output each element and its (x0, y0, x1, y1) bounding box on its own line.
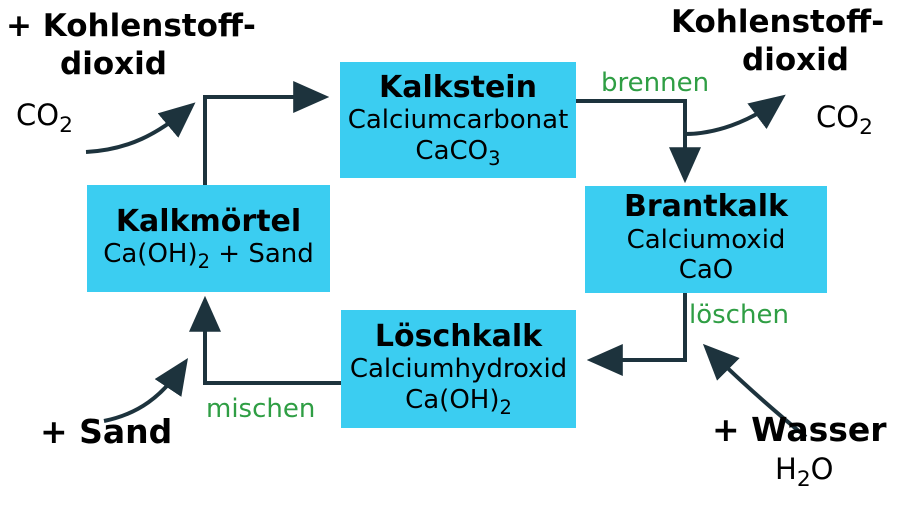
formula-base: CaO (678, 255, 734, 286)
node-kalkmoertel-title: Kalkmörtel (115, 203, 302, 239)
formula-suffix: O (810, 452, 834, 486)
node-loeschkalk-formula: Ca(OH)2 (405, 385, 512, 419)
arrow-co2-into-cycle (85, 102, 196, 154)
node-kalkmoertel: Kalkmörtel Ca(OH)2 + Sand (87, 185, 330, 292)
node-brantkalk: Brantkalk Calciumoxid CaO (585, 186, 827, 293)
node-kalkmoertel-formula: Ca(OH)2 + Sand (103, 239, 314, 273)
node-kalkstein-title: Kalkstein (379, 69, 537, 105)
formula-base: CO (16, 98, 60, 132)
formula-base: Ca(OH) (405, 384, 500, 415)
process-label-mischen: mischen (206, 394, 316, 424)
arrow-brantkalk-to-loeschkalk (586, 293, 687, 376)
process-label-loeschen: löschen (689, 300, 789, 330)
formula-subscript: 2 (59, 112, 73, 138)
arrow-loeschkalk-to-kalkmoertel (189, 295, 341, 385)
formula-subscript: 2 (859, 114, 873, 140)
co2-out-formula: CO2 (816, 100, 873, 140)
formula-base: CO (816, 100, 860, 134)
node-brantkalk-substance: Calciumoxid (626, 224, 786, 255)
sand-in-label: + Sand (40, 412, 173, 451)
formula-subscript: 3 (488, 147, 501, 171)
co2-out-label-line2: dioxid (742, 42, 849, 78)
formula-base: CaCO (415, 135, 489, 166)
co2-out-label-line1: Kohlenstoff- (671, 4, 885, 40)
water-in-formula: H2O (775, 452, 833, 492)
node-brantkalk-formula: CaO (679, 255, 734, 289)
node-loeschkalk: Löschkalk Calciumhydroxid Ca(OH)2 (341, 310, 576, 428)
co2-in-formula: CO2 (16, 98, 73, 138)
formula-subscript: 2 (499, 396, 512, 420)
co2-in-label-line1: + Kohlenstoff- (6, 8, 256, 44)
node-kalkstein-formula: CaCO3 (415, 136, 500, 170)
node-kalkstein-substance: Calciumcarbonat (347, 105, 569, 136)
formula-suffix: + Sand (210, 239, 314, 270)
co2-in-label-line2: dioxid (60, 46, 167, 82)
arrow-kalkstein-to-brantkalk (576, 99, 701, 184)
formula-base: H (775, 452, 797, 486)
node-loeschkalk-substance: Calciumhydroxid (349, 354, 568, 385)
arrow-co2-out-of-cycle (684, 94, 786, 136)
arrow-kalkmoertel-to-kalkstein (203, 81, 330, 185)
process-label-brennen: brennen (601, 68, 710, 98)
node-brantkalk-title: Brantkalk (623, 189, 789, 225)
water-in-label: + Wasser (712, 410, 887, 449)
formula-subscript: 2 (197, 250, 211, 274)
node-loeschkalk-title: Löschkalk (374, 318, 543, 354)
formula-base: Ca(OH) (103, 239, 198, 270)
node-kalkstein: Kalkstein Calciumcarbonat CaCO3 (340, 62, 576, 178)
formula-subscript: 2 (796, 466, 811, 492)
